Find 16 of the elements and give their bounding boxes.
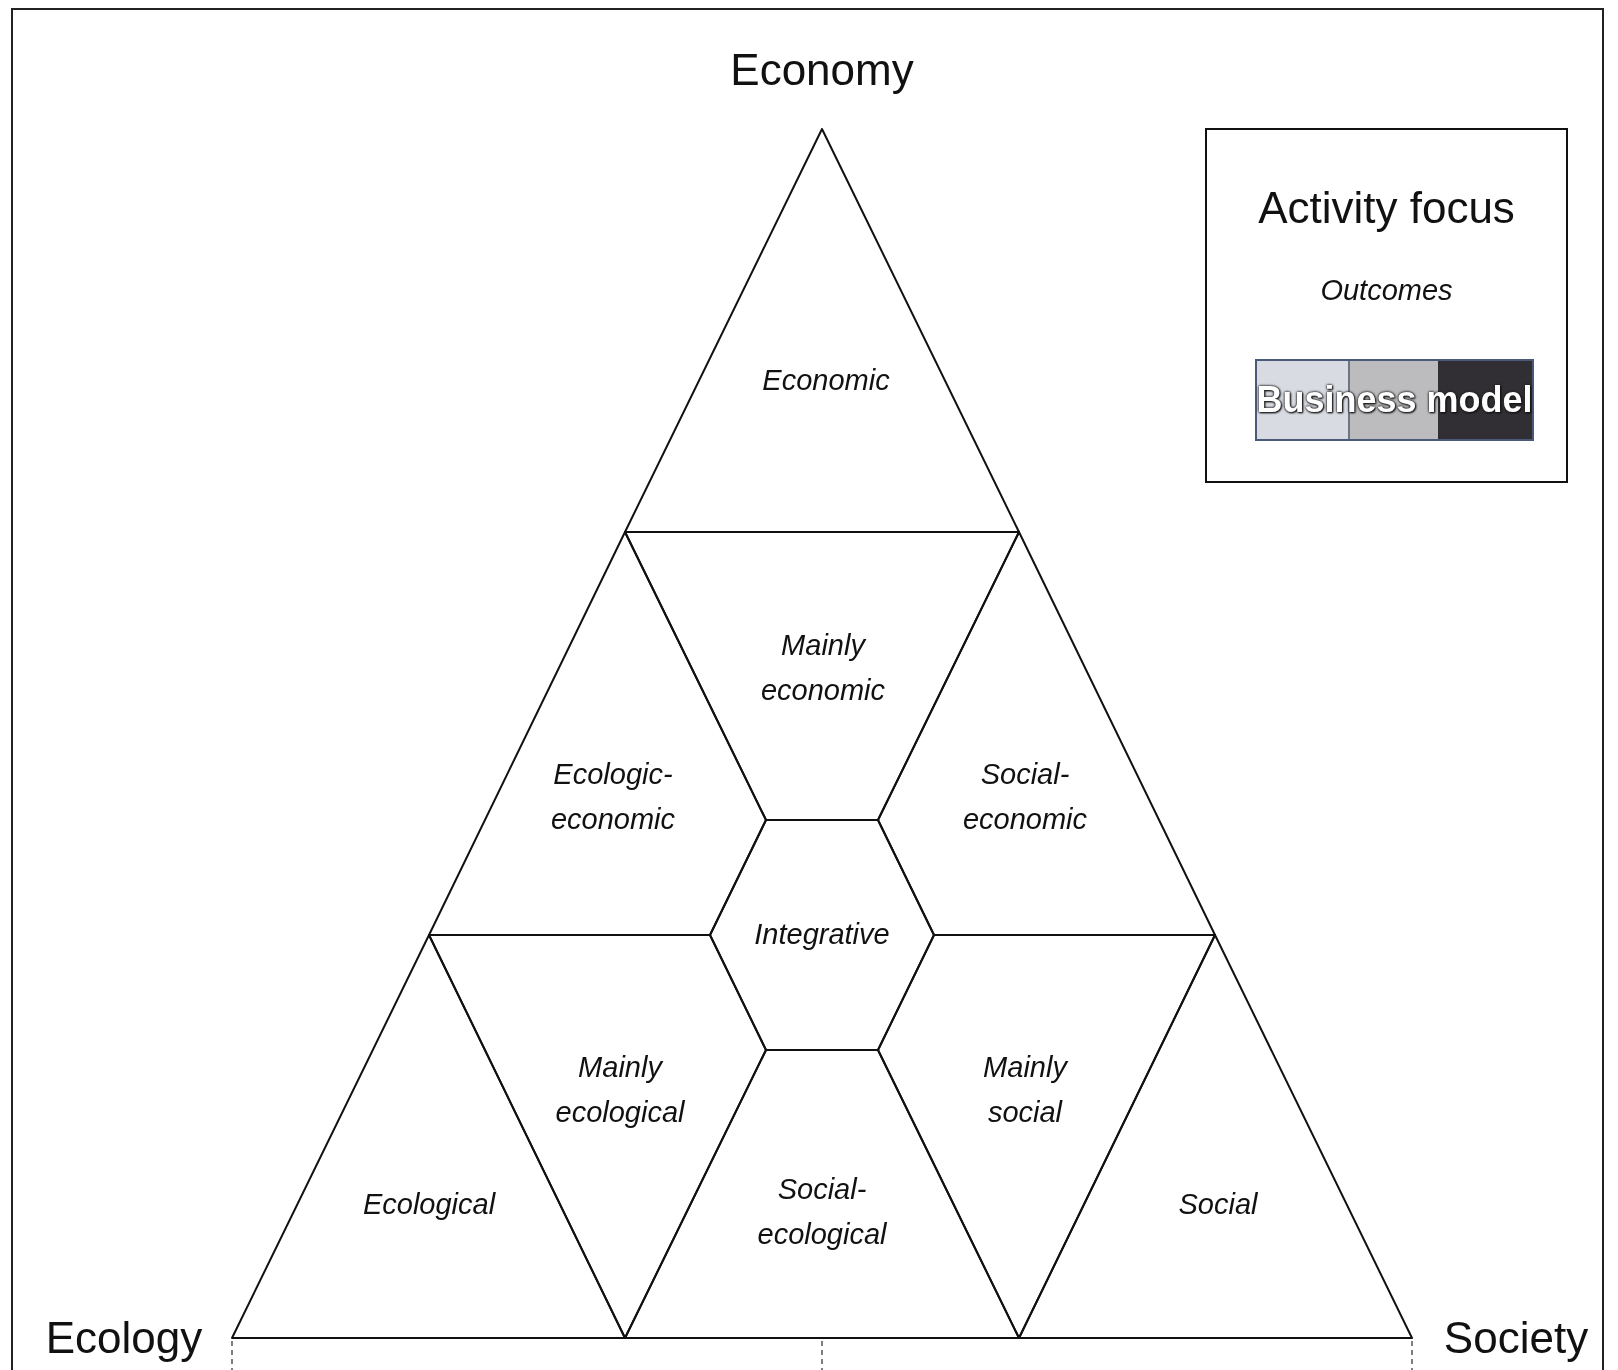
region-label: Social- ecological bbox=[756, 1172, 888, 1252]
region-label: Mainly ecological bbox=[554, 1050, 686, 1130]
region-label: Social bbox=[1177, 1186, 1259, 1222]
region-label: Social- economic bbox=[961, 757, 1089, 837]
vertex-label: Economy bbox=[730, 45, 914, 95]
region-label: Mainly social bbox=[982, 1050, 1070, 1130]
legend-subtitle: Outcomes bbox=[1320, 273, 1453, 307]
vertex-label: Society bbox=[1443, 1313, 1589, 1363]
region-label: Ecological bbox=[361, 1186, 497, 1222]
region-label: Economic bbox=[761, 362, 891, 398]
region-label: Integrative bbox=[753, 916, 891, 952]
legend-title: Activity focus bbox=[1258, 183, 1515, 233]
vertex-label: Ecology bbox=[45, 1313, 203, 1363]
legend-box bbox=[1205, 128, 1568, 483]
region-label: Mainly economic bbox=[759, 628, 887, 708]
region-label: Ecologic- economic bbox=[549, 757, 677, 837]
